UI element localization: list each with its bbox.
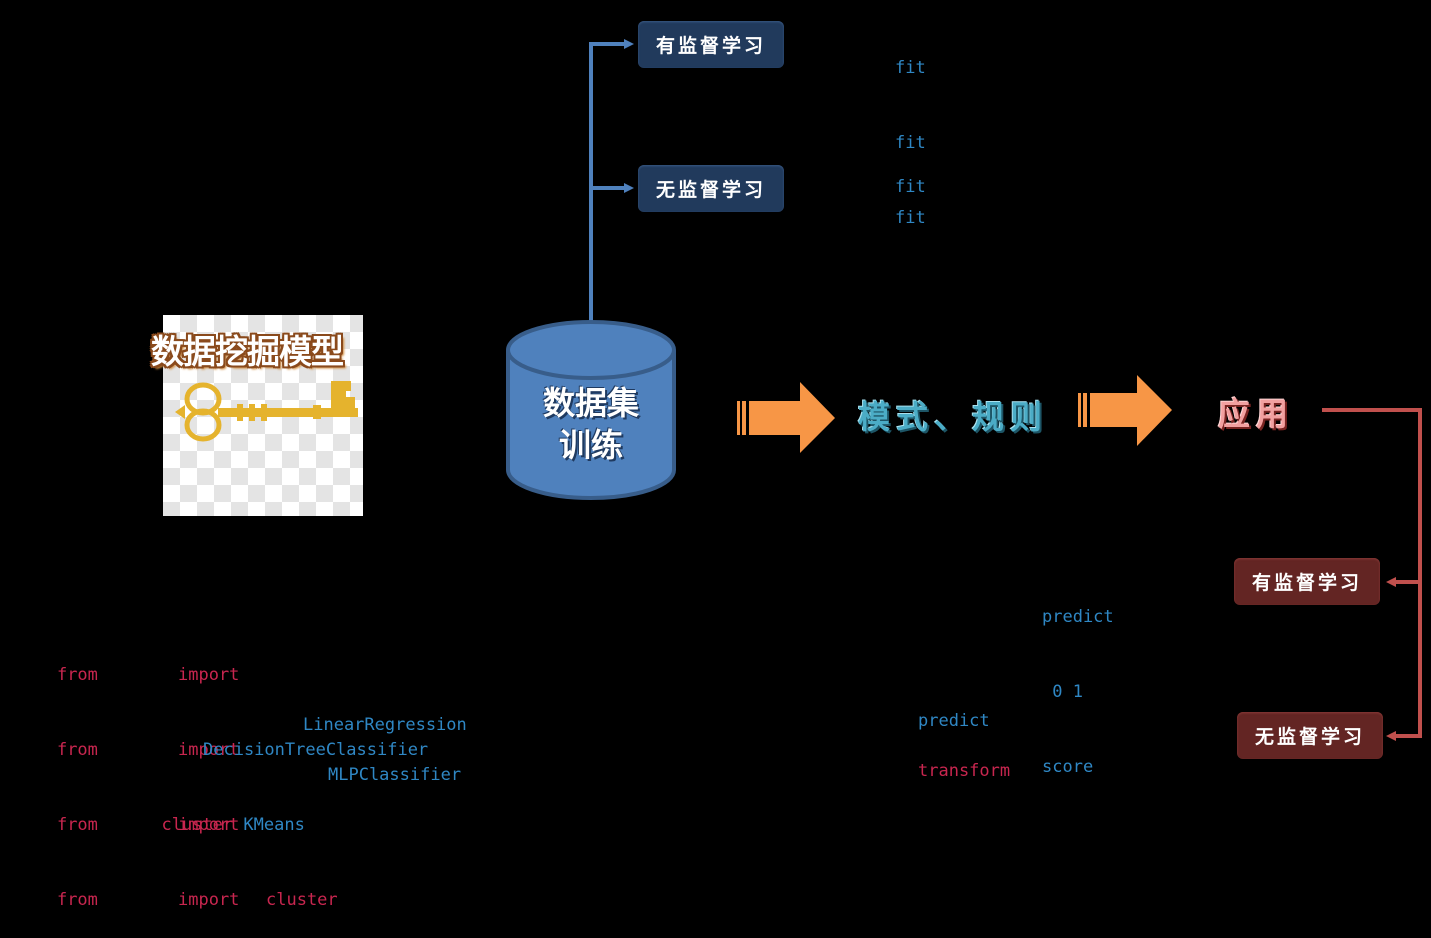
import-line: from import <box>16 638 239 685</box>
dataset-line1: 数据集 <box>542 384 639 422</box>
fit-line: fit <box>895 208 926 228</box>
train-connector <box>589 39 634 322</box>
class-kmeans: KMeans <box>243 815 305 835</box>
application-label: 应用 <box>1218 395 1295 433</box>
from-keyword: from <box>56 740 98 760</box>
cluster-prefix: cluster <box>161 815 234 835</box>
arrow-to-pattern <box>737 382 835 453</box>
import-block: from import from import from import from imp… <box>16 588 338 913</box>
unsupervised-fit-line: fit <box>895 177 926 197</box>
key-icon <box>175 381 358 442</box>
dataset-label: 数据集 训练 <box>510 382 672 466</box>
from-keyword: from <box>56 815 98 835</box>
apply-supervised-box: 有监督学习 <box>1234 558 1380 605</box>
from-keyword: from <box>56 665 98 685</box>
unsupervised-predict: predict <box>918 711 990 731</box>
data-mining-logo: 数据挖掘模型 <box>151 315 363 516</box>
logo-title: 数据挖掘模型 <box>151 332 344 371</box>
unsupervised-transform: transform <box>918 761 1011 781</box>
apply-connector <box>1322 408 1422 741</box>
method-predict: predict <box>1042 607 1114 627</box>
import-keyword: import <box>178 740 240 760</box>
import-line: from import <box>16 713 239 760</box>
import-keyword: import <box>178 890 240 910</box>
train-supervised-box: 有监督学习 <box>638 21 784 68</box>
fit-line: fit <box>895 133 926 153</box>
diagram-canvas <box>506 39 1422 741</box>
apply-unsupervised-box: 无监督学习 <box>1237 712 1383 759</box>
module-name: cluster <box>266 890 338 910</box>
import-line: from import cluster <box>16 863 338 910</box>
method-labels: 0 1 <box>1042 682 1083 702</box>
arrow-to-application <box>1078 375 1172 446</box>
class-mlp: MLPClassifier <box>328 765 462 785</box>
train-unsupervised-box: 无监督学习 <box>638 165 784 212</box>
class-decision-tree: DecisionTreeClassifier <box>203 740 429 760</box>
dataset-line2: 训练 <box>558 426 623 464</box>
fit-line: fit <box>895 58 926 78</box>
dataset-cylinder <box>506 320 676 500</box>
pattern-label: 模式、规则 <box>858 398 1049 436</box>
from-keyword: from <box>56 890 98 910</box>
supervised-methods: predict 0 1 score <box>1042 555 1114 805</box>
class-linear-regression: LinearRegression <box>303 715 467 735</box>
cluster-kmeans-line: cluster KMeans <box>141 788 305 838</box>
import-keyword: import <box>178 665 240 685</box>
method-score: score <box>1042 757 1094 777</box>
supervised-fit-lines: fit fit fit <box>895 6 926 256</box>
